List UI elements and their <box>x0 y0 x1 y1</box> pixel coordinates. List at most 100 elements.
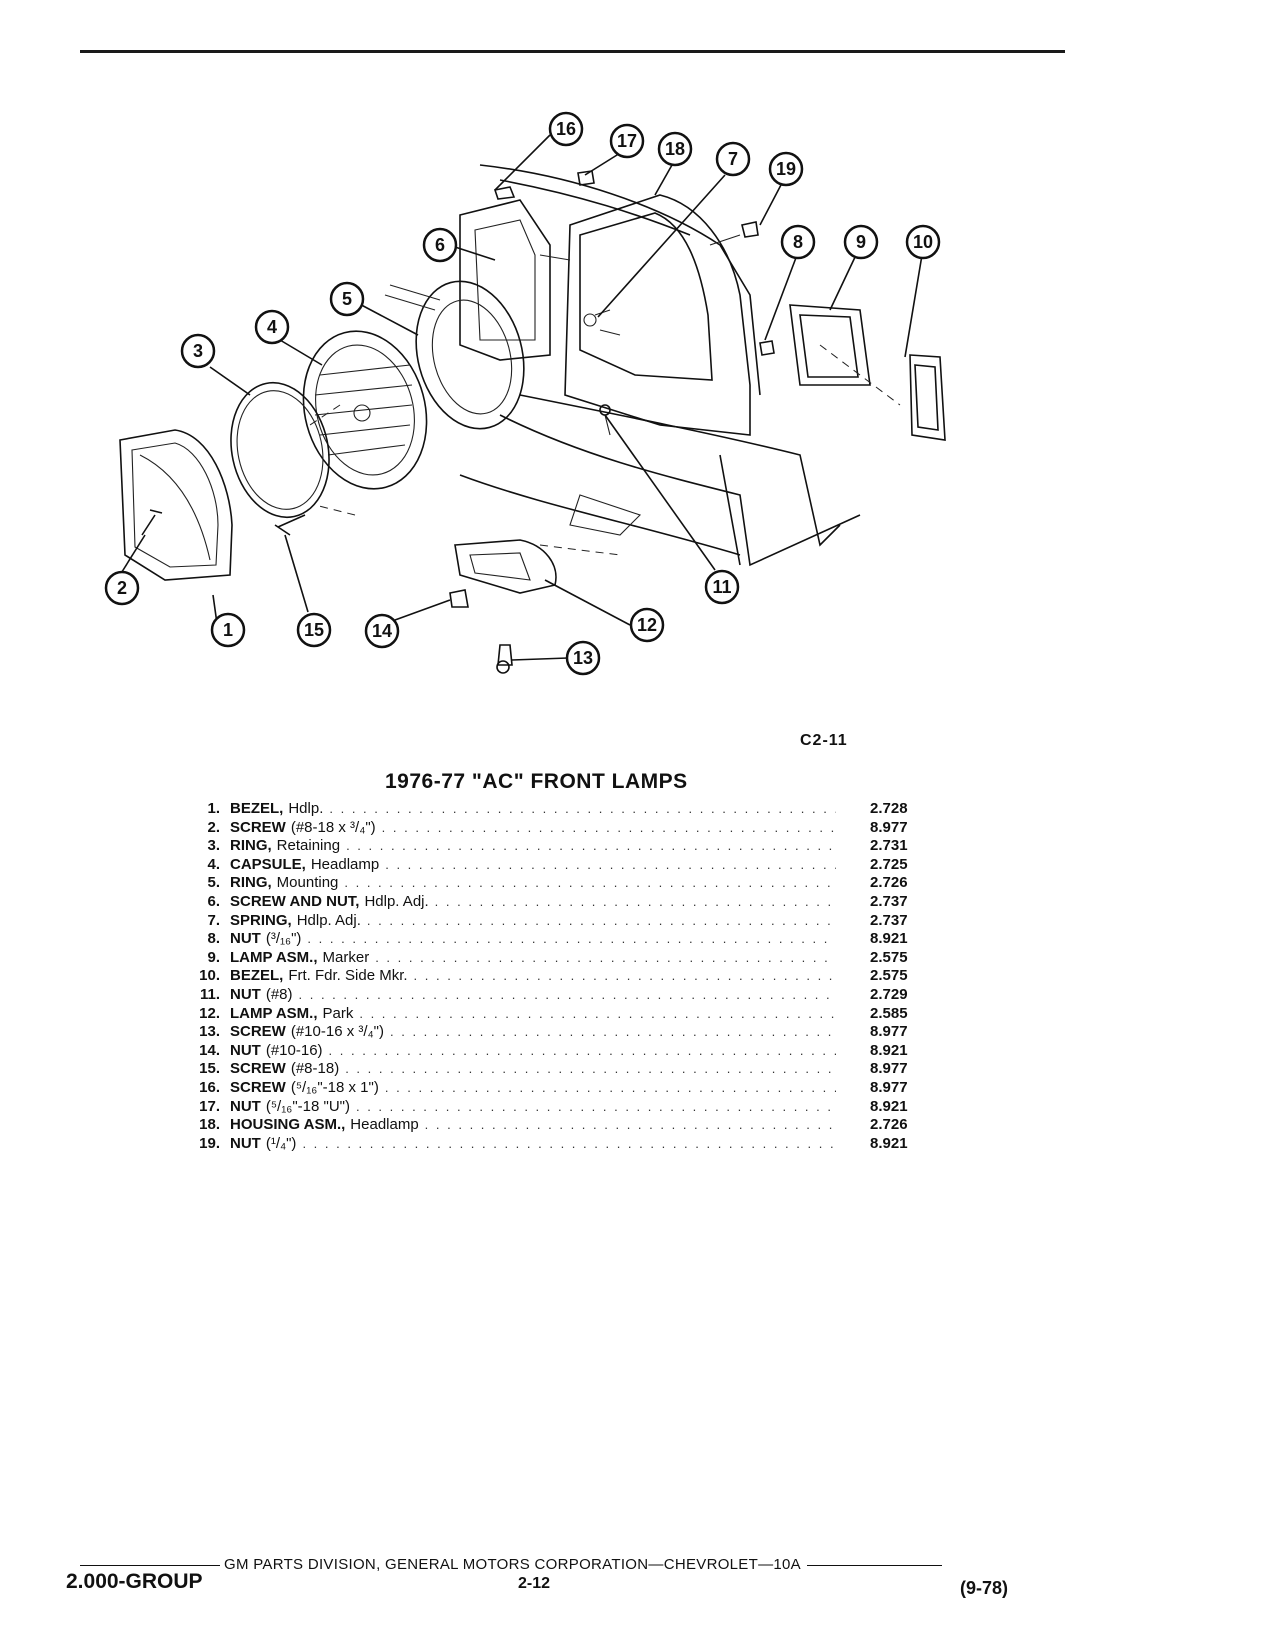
parts-row: 17.NUT(⁵/₁₆"-18 "U")8.921 <box>170 1098 930 1117</box>
part-desc: (¹/₄") <box>265 1134 297 1152</box>
callout-2: 2 <box>104 570 140 606</box>
callout-19: 19 <box>768 151 804 187</box>
group-code: 8.977 <box>870 818 908 836</box>
parts-row: 11.NUT(#8)2.729 <box>170 986 930 1005</box>
part-number: 8. <box>207 930 220 948</box>
part-number: 18. <box>199 1116 220 1134</box>
callout-6: 6 <box>422 227 458 263</box>
svg-text:13: 13 <box>573 648 593 668</box>
retaining-ring <box>230 381 356 519</box>
svg-text:18: 18 <box>665 139 685 159</box>
leader-dots <box>408 967 836 986</box>
part-name: BEZEL, <box>230 800 284 817</box>
part-name: SCREW <box>230 1060 286 1078</box>
part-number: 11. <box>199 985 220 1003</box>
part-name: NUT <box>230 930 261 948</box>
figure-code: C2-11 <box>800 732 848 749</box>
leader-dots <box>323 800 836 819</box>
leader-dots <box>379 1079 836 1098</box>
headlamp-capsule <box>302 330 428 490</box>
leader-dots <box>429 893 836 912</box>
part-name: LAMP ASM., <box>230 1004 318 1022</box>
group-code: 8.921 <box>870 1134 908 1152</box>
footer-rule-right <box>806 1564 942 1566</box>
part-desc: Park <box>322 1004 354 1022</box>
part-desc: Headlamp <box>310 855 380 873</box>
parts-row: 3.RING,Retaining2.731 <box>170 837 930 856</box>
callout-1: 1 <box>210 612 246 648</box>
part-desc: (⁵/₁₆"-18 "U") <box>265 1097 350 1115</box>
parts-row: 7.SPRING,Hdlp. Adj.2.737 <box>170 912 930 931</box>
parts-row: 4.CAPSULE,Headlamp2.725 <box>170 856 930 875</box>
part-number: 9. <box>207 948 220 966</box>
leader-dots <box>369 949 836 968</box>
part-number: 3. <box>207 837 220 855</box>
part-desc: (#8) <box>265 985 293 1003</box>
svg-text:6: 6 <box>435 235 445 255</box>
part-name: SCREW <box>230 1078 286 1096</box>
part-number: 10. <box>199 967 220 985</box>
hardware-parts <box>141 170 775 674</box>
group-code: 2.737 <box>870 892 908 910</box>
part-desc: (³/₁₆") <box>265 930 302 948</box>
svg-text:12: 12 <box>637 615 657 635</box>
part-number: 17. <box>199 1097 220 1115</box>
parts-row: 2.SCREW(#8-18 x ³/₄")8.977 <box>170 819 930 838</box>
part-desc: Hdlp. Adj. <box>364 892 429 910</box>
svg-text:5: 5 <box>342 289 352 309</box>
part-desc: Marker <box>322 948 370 966</box>
footer-publisher: GM PARTS DIVISION, GENERAL MOTORS CORPOR… <box>80 1556 942 1573</box>
group-code: 2.737 <box>870 911 908 929</box>
group-code: 2.731 <box>870 837 908 855</box>
callout-16: 16 <box>548 111 584 147</box>
part-name: HOUSING ASM., <box>230 1116 346 1134</box>
leader-dots <box>340 837 836 856</box>
callout-17: 17 <box>609 123 645 159</box>
part-desc: (#8-18) <box>290 1060 340 1078</box>
part-number: 12. <box>199 1004 220 1022</box>
callout-11: 11 <box>704 569 740 605</box>
leader-lines <box>119 134 923 661</box>
group-number: 2.000-GROUP <box>66 1570 203 1593</box>
callout-3: 3 <box>180 333 216 369</box>
headlamp-bezel <box>119 429 233 581</box>
leader-dots <box>293 986 836 1005</box>
leader-dots <box>384 1023 836 1042</box>
part-desc: Mounting <box>276 874 339 892</box>
headlamp-housing <box>459 194 751 436</box>
part-number: 7. <box>207 911 220 929</box>
parts-row: 6.SCREW AND NUT,Hdlp. Adj.2.737 <box>170 893 930 912</box>
part-name: SCREW <box>230 1023 286 1041</box>
group-code: 8.921 <box>870 1041 908 1059</box>
parts-row: 15.SCREW(#8-18)8.977 <box>170 1060 930 1079</box>
parts-row: 14.NUT(#10-16)8.921 <box>170 1042 930 1061</box>
part-number: 2. <box>207 818 220 836</box>
revision-date: (9-78) <box>960 1578 1009 1598</box>
group-code: 8.977 <box>870 1060 908 1078</box>
callout-5: 5 <box>329 281 365 317</box>
publisher-text: GM PARTS DIVISION, GENERAL MOTORS CORPOR… <box>224 1556 801 1573</box>
leader-dots <box>338 874 836 893</box>
svg-text:3: 3 <box>193 341 203 361</box>
group-code: 2.585 <box>870 1004 908 1022</box>
svg-text:8: 8 <box>793 232 803 252</box>
svg-text:17: 17 <box>617 131 637 151</box>
part-desc: Frt. Fdr. Side Mkr. <box>288 967 408 985</box>
svg-text:7: 7 <box>728 149 738 169</box>
group-code: 2.575 <box>870 967 908 985</box>
park-lamp <box>454 539 621 594</box>
group-code: 2.725 <box>870 855 908 873</box>
section-title: 1976-77 "AC" FRONT LAMPS <box>385 770 688 793</box>
part-number: 19. <box>199 1134 220 1152</box>
group-code: 8.977 <box>870 1078 908 1096</box>
fender-body <box>459 164 861 567</box>
callout-13: 13 <box>565 640 601 676</box>
svg-text:11: 11 <box>712 577 731 597</box>
top-rule <box>80 50 1065 53</box>
part-desc: Retaining <box>276 837 341 855</box>
group-code: 2.575 <box>870 948 908 966</box>
parts-list: 1.BEZEL,Hdlp.2.728 2.SCREW(#8-18 x ³/₄")… <box>170 800 930 1153</box>
parts-row: 19.NUT(¹/₄")8.921 <box>170 1135 930 1154</box>
parts-row: 13.SCREW(#10-16 x ³/₄")8.977 <box>170 1023 930 1042</box>
callout-7: 7 <box>715 141 751 177</box>
